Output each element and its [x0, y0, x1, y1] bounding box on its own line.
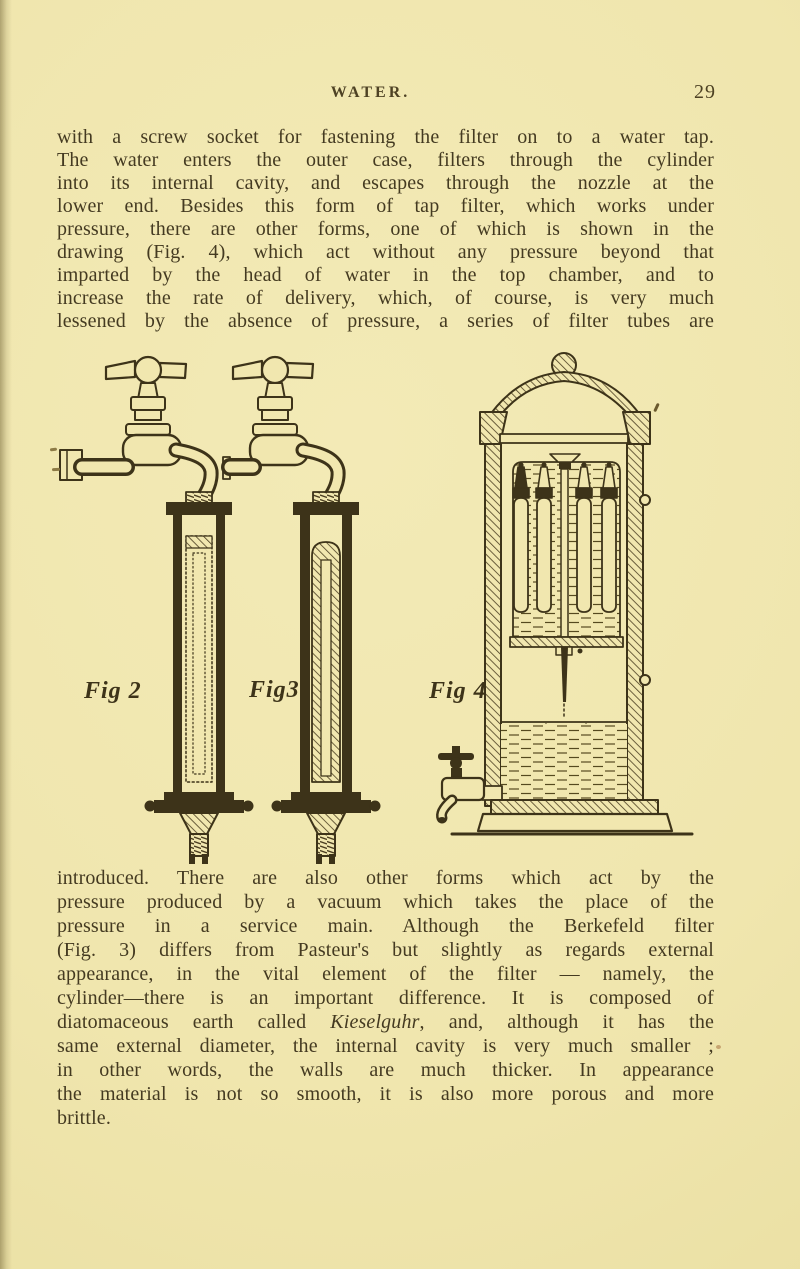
fig4-vessel-walls: [484, 443, 651, 807]
italic-term: Kieselguhr: [330, 1011, 420, 1033]
text-line: cylinder—there is an important differenc…: [57, 987, 714, 1009]
fig3-nozzle: [271, 792, 381, 864]
page-header: WATER. 29: [57, 81, 716, 108]
fig4-drip-and-reservoir: [500, 647, 628, 800]
figures-illustration: [59, 352, 694, 864]
text-line: pressure produced by a vacuum which take…: [57, 891, 714, 913]
paragraph-2: introduced. There are also other forms w…: [57, 866, 714, 1130]
fig4-label: Fig 4: [429, 678, 487, 704]
text-line: in other words, the walls are much thick…: [57, 1059, 714, 1081]
fig2-label: Fig 2: [84, 678, 142, 704]
text-line: the material is not so smooth, it is als…: [57, 1083, 714, 1105]
fig4-lid: [479, 352, 651, 445]
page-number: 29: [694, 81, 716, 103]
fig3-tap: [221, 355, 346, 507]
text-line: into its internal cavity, and escapes th…: [57, 172, 714, 194]
text-line: (Fig. 3) differs from Pasteur's but slig…: [57, 939, 714, 961]
text-segment: , and, although it has the: [419, 1011, 714, 1033]
fig4-top-chamber: [509, 453, 624, 656]
text-line: increase the rate of delivery, which, of…: [57, 287, 714, 309]
text-line: introduced. There are also other forms w…: [57, 867, 714, 889]
ink-speck: [51, 467, 61, 472]
text-line-with-italic: diatomaceous earth called Kieselguhr, an…: [57, 1010, 714, 1034]
text-line: lower end. Besides this form of tap filt…: [57, 195, 714, 217]
fig2-nozzle: [144, 792, 254, 864]
fig4-base: [450, 799, 694, 836]
fig3-label: Fig3: [249, 677, 300, 703]
text-segment: diatomaceous earth called: [57, 1011, 331, 1033]
text-line: lessened by the absence of pressure, a s…: [57, 310, 714, 332]
text-line: pressure, there are other forms, one of …: [57, 218, 714, 240]
fig4-cistern-filter-drawing: [436, 352, 694, 836]
text-line: appearance, in the vital element of the …: [57, 963, 714, 985]
text-line: The water enters the outer case, filters…: [57, 149, 714, 171]
fig3-tap-filter-drawing: [221, 355, 381, 864]
fig2-tap-filter-drawing: [59, 355, 254, 864]
text-line: brittle.: [57, 1107, 111, 1129]
text-line: same external diameter, the internal cav…: [57, 1035, 714, 1057]
fig2-filter-cylinder: [144, 491, 254, 864]
fig3-inner-candle: [311, 541, 341, 783]
paragraph-1: with a screw socket for fastening the fi…: [57, 126, 714, 333]
fig3-filter-cylinder: [271, 491, 381, 864]
text-line: pressure in a service main. Although the…: [57, 915, 714, 937]
running-title: WATER.: [330, 84, 411, 101]
text-line: with a screw socket for fastening the fi…: [57, 126, 714, 148]
text-line: imparted by the head of water in the top…: [57, 264, 714, 286]
fig2-tap: [59, 355, 219, 507]
fig4-spigot: [436, 746, 503, 824]
fig2-inner-candle: [185, 535, 213, 783]
text-line: drawing (Fig. 4), which act without any …: [57, 241, 714, 263]
foxing-spot: [716, 1045, 721, 1049]
fig4-filter-tubes: [512, 462, 618, 613]
page-left-edge-shadow: [0, 0, 12, 1269]
